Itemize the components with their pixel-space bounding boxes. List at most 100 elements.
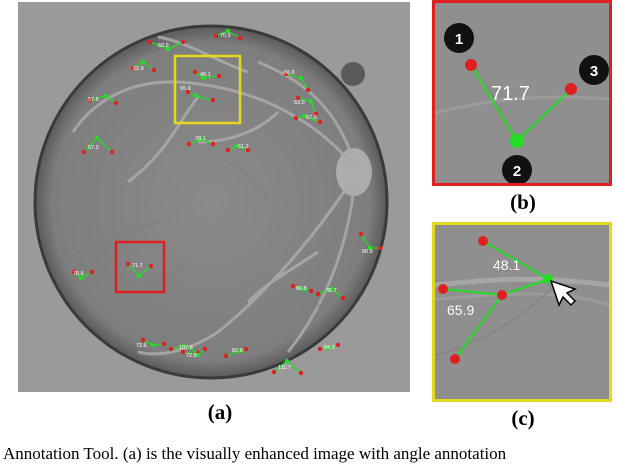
- annotation-arm: [83, 137, 98, 153]
- annotation-endpoint: [245, 147, 251, 153]
- annotation-arm: [225, 350, 241, 357]
- angle-label: 72.9: [186, 353, 197, 359]
- badge-3: [579, 55, 609, 85]
- annotation-arm: [310, 100, 317, 115]
- annotation-arm: [127, 263, 140, 277]
- annotation-arm: [142, 61, 155, 71]
- annotation-vertex: [325, 345, 331, 351]
- annotation-endpoint: [180, 349, 186, 355]
- annotation-vertex: [301, 113, 307, 119]
- annotation-endpoint: [237, 35, 243, 41]
- annotation-vertex: [298, 75, 304, 81]
- angle-label: 78.1: [195, 136, 206, 142]
- annotation-vertex: [234, 143, 240, 149]
- panel-label-c: (c): [511, 406, 535, 430]
- annotation-endpoint: [130, 65, 136, 71]
- annotation-endpoint: [109, 149, 115, 155]
- annotation-endpoint: [317, 119, 323, 125]
- annotation-arm: [167, 41, 184, 50]
- annotation-vertex: [103, 93, 109, 99]
- annotation-endpoint: [213, 33, 219, 39]
- annotation-endpoint: [308, 288, 314, 294]
- annotation-vertex: [284, 358, 290, 364]
- annotation-endpoint: [358, 231, 364, 237]
- angle-label: 62.9: [133, 66, 144, 72]
- annotation-arm: [286, 360, 302, 374]
- annotation-arm: [285, 73, 302, 79]
- annotation-endpoint: [161, 341, 167, 347]
- annotation-endpoint: [340, 295, 346, 301]
- zoom-panel-b: 71.7 1 2 3: [432, 0, 612, 186]
- annotation-vertex: [181, 343, 187, 349]
- annotation-endpoint: [151, 67, 157, 73]
- annotation-vertex: [195, 352, 201, 358]
- angle-label: 65.9: [180, 86, 191, 92]
- annotation-endpoint: [216, 73, 222, 79]
- annotation-arm: [195, 95, 214, 101]
- angle-label: 61.2: [238, 144, 249, 150]
- angle-label-c-top: 48.1: [493, 257, 520, 273]
- annotation-endpoint: [125, 261, 131, 267]
- zoom-box-yellow: [173, 54, 242, 125]
- panel-label-a: (a): [207, 400, 233, 424]
- angle-label: 57.5: [88, 97, 99, 103]
- angle-label: 72.6: [136, 343, 147, 349]
- angle-label: 76.6: [73, 271, 84, 277]
- annotation-vertex: [367, 245, 373, 251]
- annotation-arm: [317, 288, 333, 295]
- angle-label: 90.9: [362, 249, 373, 255]
- annotation-vertex: [140, 59, 146, 65]
- annotation-arm: [297, 97, 312, 102]
- annotation-arm: [182, 351, 199, 356]
- annotation-vertex: [94, 135, 100, 141]
- figure-caption: f Annotation Tool. (a) is the visually e…: [0, 444, 507, 463]
- annotation-arm: [149, 41, 169, 50]
- annotation-arm: [96, 137, 113, 153]
- endpoint-marker-1: [465, 59, 477, 71]
- annotation-endpoint: [377, 245, 383, 251]
- annotation-arm: [300, 77, 309, 91]
- angle-label: 50.9: [158, 43, 169, 49]
- annotation-endpoint: [283, 71, 289, 77]
- angle-label: 66.6: [284, 70, 295, 76]
- cursor-arrow-icon: [549, 279, 577, 307]
- angle-label: 48.1: [200, 72, 211, 78]
- angle-label: 70.9: [220, 33, 231, 39]
- annotation-vertex: [165, 46, 171, 52]
- annotation-endpoint: [87, 97, 93, 103]
- annotation-arm: [138, 265, 152, 277]
- annotation-endpoint: [243, 346, 249, 352]
- annotation-endpoint: [317, 346, 323, 352]
- angle-label: 71.7: [132, 263, 143, 269]
- annotation-endpoint: [315, 291, 321, 297]
- annotation-endpoint: [71, 269, 77, 275]
- annotation-endpoint: [298, 370, 304, 376]
- annotation-arm: [89, 95, 107, 101]
- angle-label: 84.3: [324, 345, 335, 351]
- angle-label-b: 71.7: [491, 83, 530, 105]
- badge-2: [502, 155, 532, 183]
- annotation-endpoint: [140, 337, 146, 343]
- angle-label-c-left: 65.9: [447, 302, 474, 318]
- annotation-endpoint: [89, 269, 95, 275]
- angle-label: 82.9: [232, 348, 243, 354]
- zoom-box-red: [114, 240, 166, 294]
- annotation-endpoint: [290, 283, 296, 289]
- endpoint-marker-3: [565, 83, 577, 95]
- annotation-arm: [227, 30, 241, 39]
- annotation-vertex: [198, 136, 204, 142]
- annotation-arm: [331, 288, 344, 299]
- annotation-arm: [273, 360, 288, 373]
- annotation-endpoint: [186, 141, 192, 147]
- panel-label-b: (b): [510, 190, 536, 214]
- annotation-arm: [303, 115, 321, 123]
- annotation-endpoint: [293, 115, 299, 121]
- annotation-endpoint: [180, 39, 186, 45]
- annotation-endpoint: [192, 69, 198, 75]
- zoom-panel-c: 48.1 65.9: [432, 222, 612, 402]
- annotation-arm: [170, 345, 185, 350]
- annotation-endpoint: [147, 39, 153, 45]
- angle-label: 107.6: [179, 345, 193, 351]
- angle-label: 67.0: [306, 115, 317, 121]
- annotation-endpoint: [335, 342, 341, 348]
